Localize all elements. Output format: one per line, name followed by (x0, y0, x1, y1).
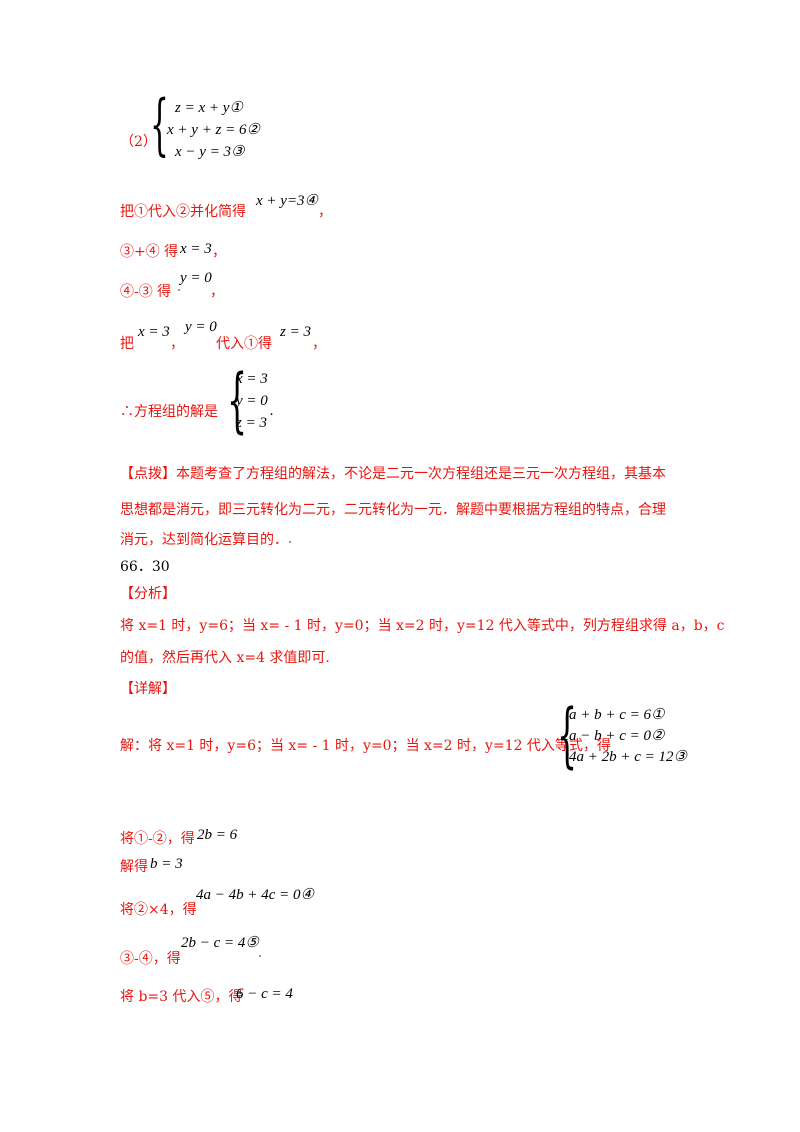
step-back-mid: 代入①得 (216, 336, 272, 352)
dianbo-text-1: 本题考查了方程组的解法，不论是二元一次方程组还是三元一次方程组，其基本 (176, 466, 666, 482)
step2-3-math: 4a − 4b + 4c = 0④ (196, 887, 314, 903)
step2-4-math: 2b − c = 4⑤ (181, 935, 259, 951)
equation-1: z = x + y① (175, 100, 243, 116)
step-sub-tail: ， (210, 284, 224, 300)
system-brace: { (150, 86, 169, 163)
step-add-tail: ， (212, 244, 226, 260)
step-result: x + y=3④ (256, 193, 319, 209)
step-substitute: 把①代入②并化简得 (120, 203, 246, 221)
equation-2: x + y + z = 6② (167, 122, 260, 138)
solution-tail: . (270, 403, 274, 419)
dot-mark (259, 955, 261, 957)
xiangjie-eq-3: 4a + 2b + c = 12③ (569, 749, 687, 765)
step2-5-math: 6 − c = 4 (236, 986, 293, 1002)
step-add-result: x = 3 (180, 241, 212, 257)
dianbo-line-2: 思想都是消元，即三元转化为二元，二元转化为一元．解题中要根据方程组的特点，合理 (120, 502, 666, 518)
step2-2-text: 解得 (120, 859, 148, 875)
dot-mark (178, 289, 180, 291)
solution-z: z = 3 (236, 415, 267, 431)
step2-4-text: ③-④，得 (120, 951, 181, 967)
fenxi-line-1: 将 x=1 时，y=6；当 x= - 1 时，y=0；当 x=2 时，y=12 … (120, 618, 725, 634)
step2-2-math: b = 3 (150, 856, 183, 872)
solution-brace: { (227, 359, 248, 441)
solution-y: y = 0 (236, 393, 268, 409)
step-text: 把①代入②并化简得 (120, 204, 246, 220)
step-sub-result: y = 0 (180, 270, 212, 286)
part-label: （2） (120, 134, 157, 150)
step-back: 把 (120, 336, 134, 352)
step2-1-math: 2b = 6 (197, 827, 238, 843)
dot-mark (289, 541, 291, 543)
dianbo-line-3: 消元，达到简化运算目的． (120, 532, 288, 548)
fenxi-heading: 【分析】 (120, 586, 176, 602)
step-back-z: z = 3 (280, 324, 311, 340)
step2-3-text: 将②×4，得 (120, 902, 197, 918)
step-back-x: x = 3 (138, 324, 170, 340)
xiangjie-intro: 解：将 x=1 时，y=6；当 x= - 1 时，y=0；当 x=2 时，y=1… (120, 738, 611, 754)
solution-label: ∴方程组的解是 (120, 404, 218, 420)
step2-5-text: 将 b=3 代入⑤，得 (120, 989, 243, 1005)
step-back-sep: ， (170, 336, 184, 352)
dianbo-line-1: 【点拨】本题考查了方程组的解法，不论是二元一次方程组还是三元一次方程组，其基本 (120, 465, 666, 483)
step-tail: ， (318, 204, 332, 220)
fenxi-line-2: 的值，然后再代入 x=4 求值即可. (120, 650, 330, 666)
solution-x: x = 3 (236, 371, 268, 387)
answer-number: 66．30 (120, 559, 170, 575)
step-back-y: y = 0 (185, 319, 217, 335)
xiangjie-brace: { (557, 694, 578, 776)
equation-3: x − y = 3③ (175, 144, 245, 160)
dianbo-heading: 【点拨】 (120, 466, 176, 482)
xiangjie-eq-1: a + b + c = 6① (569, 707, 665, 723)
step2-1-text: 将①-②，得 (120, 831, 195, 847)
xiangjie-heading: 【详解】 (120, 681, 176, 697)
step-sub: ④-③ 得 (120, 284, 172, 300)
step-add: ③+④ 得 (120, 244, 179, 260)
xiangjie-eq-2: a − b + c = 0② (569, 728, 665, 744)
step-back-tail: ， (312, 336, 326, 352)
